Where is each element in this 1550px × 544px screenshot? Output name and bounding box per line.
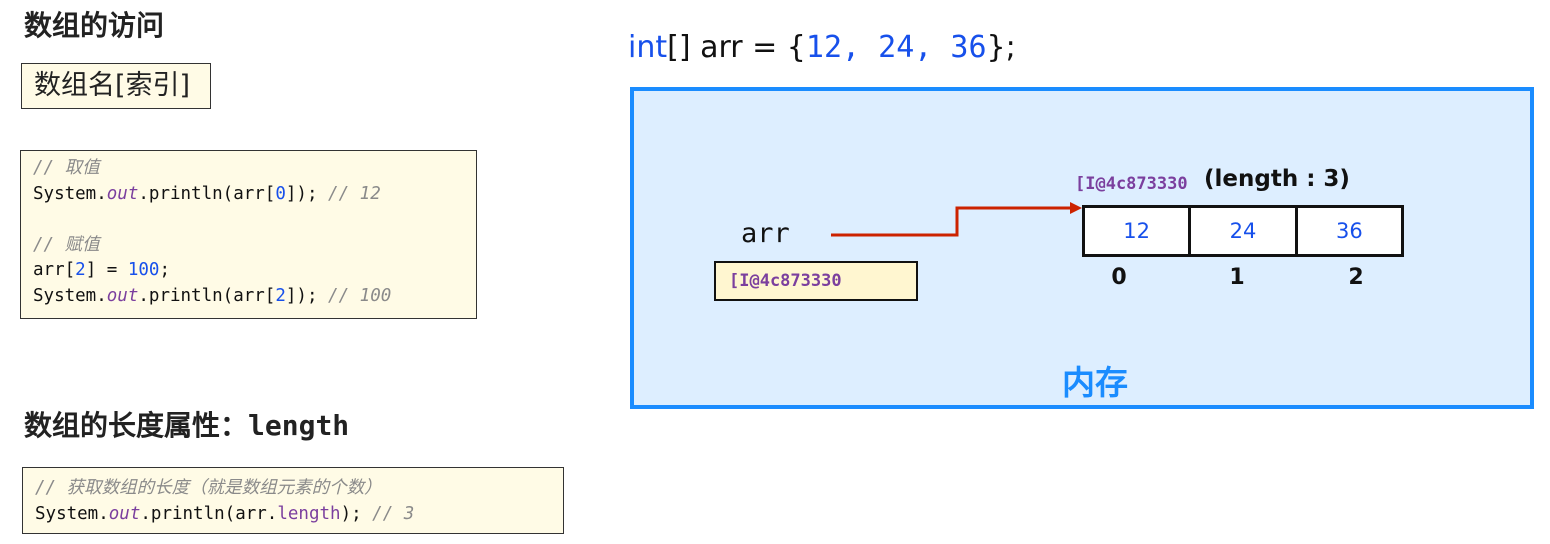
- code-field: out: [106, 183, 139, 204]
- code-field: out: [106, 285, 139, 306]
- code-number: 2: [275, 285, 286, 306]
- array-cells: 12 24 36: [1082, 205, 1404, 257]
- decl-value: 24: [878, 30, 915, 65]
- array-index: 1: [1229, 265, 1245, 290]
- memory-label: 内存: [1062, 363, 1128, 402]
- variable-value-box: [I@4c873330: [714, 261, 918, 301]
- array-declaration: int[] arr = {12, 24, 36};: [628, 30, 1016, 65]
- code-block-length: // 获取数组的长度（就是数组元素的个数） System.out.println…: [22, 467, 564, 534]
- decl-sep: ,: [914, 30, 951, 65]
- code-number: 2: [75, 260, 86, 280]
- decl-value: 12: [805, 30, 843, 65]
- code-text: .println(arr[: [138, 285, 276, 306]
- array-index: 2: [1348, 265, 1364, 290]
- array-cell: 36: [1335, 219, 1363, 243]
- keyword-int: int: [628, 30, 668, 65]
- code-field: out: [108, 503, 141, 524]
- code-comment: // 12: [328, 183, 381, 204]
- code-number: 100: [127, 260, 160, 280]
- code-comment: // 取值: [33, 158, 100, 178]
- code-comment: // 获取数组的长度（就是数组元素的个数）: [35, 478, 382, 498]
- section-title-array-access: 数组的访问: [24, 9, 165, 42]
- section-title-length: 数组的长度属性：length: [24, 404, 349, 444]
- code-text: .println(arr.: [140, 503, 278, 524]
- code-text: ;: [159, 260, 171, 280]
- code-number: 0: [275, 183, 286, 204]
- array-address-label: [I@4c873330: [1075, 174, 1188, 194]
- decl-sep: ,: [842, 30, 879, 65]
- code-text: arr[: [33, 260, 76, 280]
- syntax-box: 数组名[索引]: [21, 63, 211, 109]
- code-comment: // 100: [328, 285, 392, 306]
- decl-end: };: [986, 30, 1016, 65]
- code-text: ]);: [285, 285, 329, 306]
- code-comment: // 赋值: [33, 234, 100, 255]
- array-length-label: (length : 3): [1204, 166, 1350, 192]
- code-text: System.: [33, 183, 107, 204]
- title-code: length: [248, 409, 350, 442]
- code-block-access: // 取值 System.out.println(arr[0]); // 12 …: [20, 150, 477, 319]
- code-comment: // 3: [372, 503, 415, 524]
- decl-value: 36: [950, 30, 987, 65]
- variable-name: arr: [741, 218, 790, 249]
- code-text: System.: [33, 285, 107, 306]
- code-text: ]);: [285, 183, 329, 204]
- code-text: );: [340, 503, 373, 524]
- decl-text: [] arr = {: [667, 30, 806, 65]
- code-text: .println(arr[: [138, 183, 276, 204]
- array-cell: 24: [1191, 208, 1298, 254]
- title-text: 数组的长度属性：: [24, 409, 249, 442]
- code-text: ] =: [85, 260, 128, 280]
- code-text: System.: [35, 503, 109, 524]
- array-index: 0: [1111, 265, 1127, 290]
- code-property: length: [277, 503, 341, 524]
- array-cell: 12: [1085, 208, 1192, 254]
